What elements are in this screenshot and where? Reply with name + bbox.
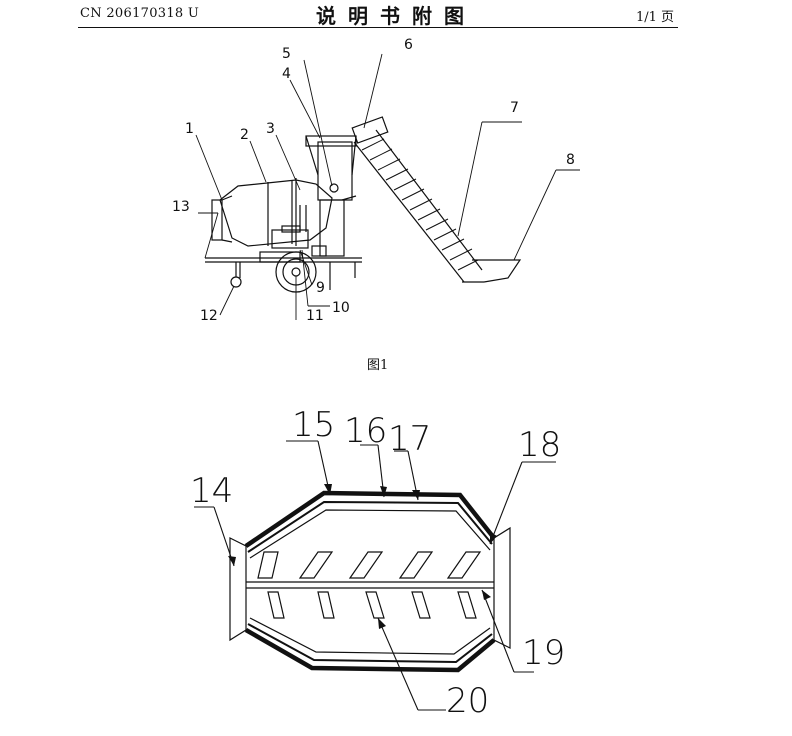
fig2-label-18: 18 xyxy=(518,425,561,465)
fig1-label-13: 13 xyxy=(172,199,190,215)
figure2-drawing xyxy=(194,440,556,711)
fig1-label-2: 2 xyxy=(240,127,249,143)
fig1-label-8: 8 xyxy=(566,152,575,168)
fig2-label-14: 14 xyxy=(190,471,233,511)
figure1-caption: 图1 xyxy=(367,358,389,373)
fig1-label-12: 12 xyxy=(200,308,218,324)
fig1-label-5: 5 xyxy=(282,46,291,62)
fig2-label-19: 19 xyxy=(522,633,565,673)
fig2-label-16: 16 xyxy=(344,411,387,451)
fig2-label-17: 17 xyxy=(388,419,431,459)
fig1-label-4: 4 xyxy=(282,66,291,82)
fig1-label-10: 10 xyxy=(332,300,350,316)
fig1-label-3: 3 xyxy=(266,121,275,137)
figure1-drawing xyxy=(195,53,580,320)
header-rule xyxy=(78,27,678,28)
fig2-label-15: 15 xyxy=(292,405,335,445)
fig1-label-7: 7 xyxy=(510,100,519,116)
fig1-label-9: 9 xyxy=(316,280,325,296)
fig1-label-1: 1 xyxy=(185,121,194,137)
section-title: 说明书附图 xyxy=(316,4,476,28)
fig1-label-6: 6 xyxy=(404,37,413,53)
page-indicator: 1/1 页 xyxy=(635,10,674,25)
fig1-label-11: 11 xyxy=(306,308,324,324)
patent-number: CN 206170318 U xyxy=(80,6,200,21)
fig2-label-20: 20 xyxy=(446,681,489,721)
